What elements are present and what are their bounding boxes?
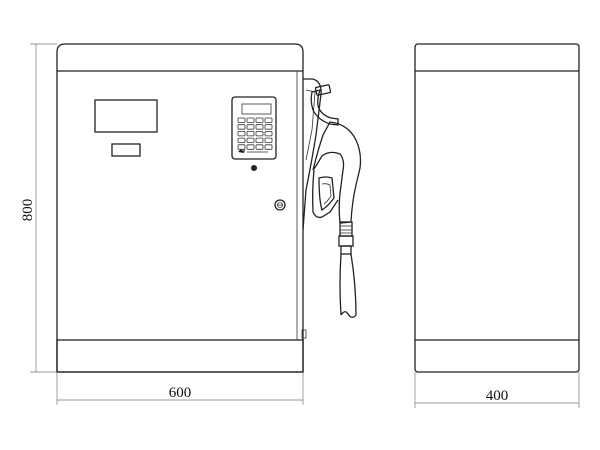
front-width-dimension: 600 xyxy=(56,372,304,405)
keypad-key xyxy=(246,137,255,144)
keypad-key xyxy=(255,137,264,144)
keypad-key xyxy=(246,124,255,130)
hose-cut-end xyxy=(340,311,357,318)
keypad-key xyxy=(264,137,273,144)
base-plinth xyxy=(56,339,304,373)
keypad-key xyxy=(255,124,264,130)
door-lock-icon xyxy=(274,199,286,211)
keypad-terminal xyxy=(231,96,277,160)
keypad-key xyxy=(237,117,246,123)
keypad-key xyxy=(246,130,255,137)
keypad-key xyxy=(264,130,273,137)
side-view xyxy=(414,43,580,373)
door-hinge xyxy=(301,329,307,339)
nozzle-holster xyxy=(302,78,322,231)
keypad-screen xyxy=(241,103,272,115)
height-dimension: 800 xyxy=(20,43,57,373)
keypad-key xyxy=(237,137,246,144)
keypad-key xyxy=(255,144,264,150)
front-view xyxy=(56,43,307,373)
keypad-key xyxy=(264,144,273,150)
side-depth-dimension: 400 xyxy=(414,372,580,408)
cabinet-outline xyxy=(56,43,304,373)
main-display-window xyxy=(94,99,158,133)
keypad-key xyxy=(237,124,246,130)
keypad-logo-icon xyxy=(238,149,245,153)
front-width-label: 600 xyxy=(169,385,192,401)
keypad-key xyxy=(264,117,273,123)
keypad-key xyxy=(264,124,273,130)
nozzle-trigger xyxy=(318,176,335,212)
keypad-key xyxy=(255,130,264,137)
nozzle-trigger-guard xyxy=(312,169,339,219)
side-depth-label: 400 xyxy=(486,388,509,404)
keypad-key xyxy=(255,117,264,123)
nozzle-and-hose xyxy=(302,78,362,318)
keypad-key xyxy=(246,144,255,150)
price-display-window xyxy=(111,143,141,157)
keypad-key xyxy=(246,117,255,123)
keypad-key xyxy=(237,144,246,150)
height-label: 800 xyxy=(20,199,36,222)
side-cabinet-outline xyxy=(414,43,580,373)
fuel-hose xyxy=(339,253,357,316)
indicator-dot xyxy=(251,165,257,171)
keypad-key xyxy=(237,130,246,137)
nozzle-spout xyxy=(310,89,339,126)
keypad-buttons xyxy=(237,117,273,150)
hose-swivel xyxy=(338,221,354,255)
spout-collar xyxy=(314,84,332,96)
nozzle-body xyxy=(312,121,362,224)
keypad-housing xyxy=(231,96,277,160)
